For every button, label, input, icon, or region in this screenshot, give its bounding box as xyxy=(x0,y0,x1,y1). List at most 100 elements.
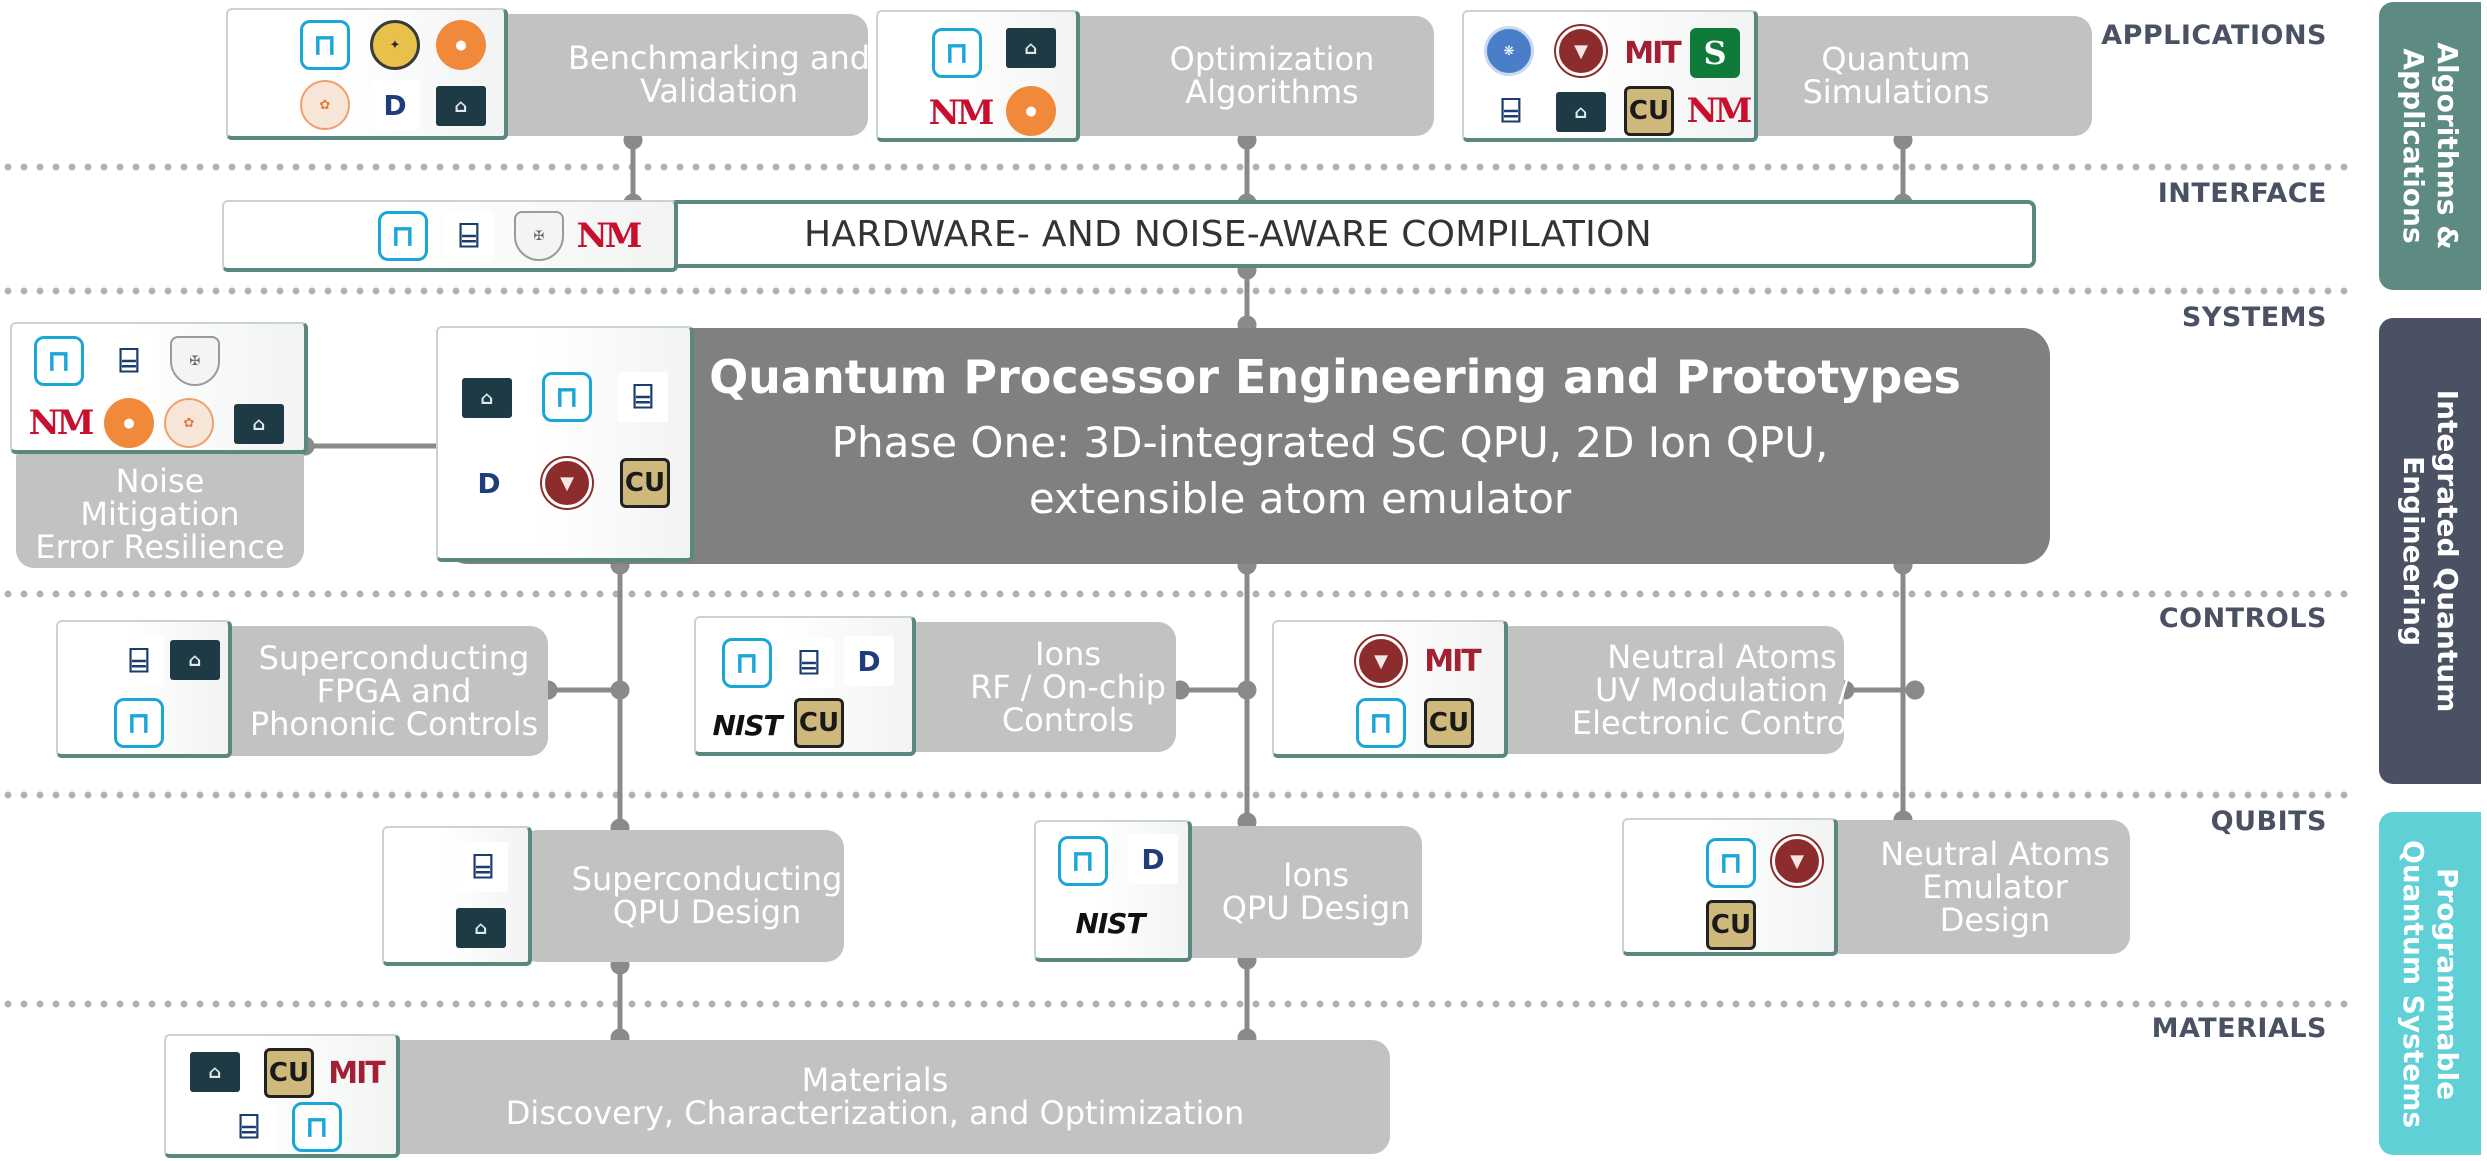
noise-mitigation-box: Noise Mitigation Error Resilience xyxy=(16,440,304,568)
sc-controls-line-1: Superconducting xyxy=(258,638,530,677)
side-tab-algorithms-label: Algorithms & Applications xyxy=(2397,42,2464,250)
cu-logo-icon: CU xyxy=(620,458,670,508)
ion-controls-box: Ions RF / On-chip Controls xyxy=(880,622,1176,752)
yale-logo-icon: ⌸ xyxy=(104,336,154,386)
ion-controls-line-2: RF / On-chip xyxy=(970,667,1166,706)
stanford-logo-icon: S xyxy=(1690,28,1740,78)
side-tab-integrated: Integrated Quantum Engineering xyxy=(2379,318,2481,784)
simulations-line-1: Quantum xyxy=(1821,40,1971,78)
building-logo-icon: ⌂ xyxy=(462,378,512,418)
nist-logo-icon: NIST xyxy=(712,708,782,742)
sandia-logo-icon: ⊓ xyxy=(300,20,350,70)
building-logo-icon: ⌂ xyxy=(234,404,284,444)
compilation-label: HARDWARE- AND NOISE-AWARE COMPILATION xyxy=(804,213,1652,255)
compilation-logos: ⊓ ⌸ ✠ NM xyxy=(222,200,678,272)
side-tab-integrated-label: Integrated Quantum Engineering xyxy=(2397,389,2464,713)
mit-logo-icon: MIT xyxy=(1624,35,1681,71)
crest-logo-icon: ✠ xyxy=(514,211,564,261)
side-tab-algorithms: Algorithms & Applications xyxy=(2379,2,2481,290)
cu-logo-icon: CU xyxy=(1706,900,1756,950)
neutral-qpu-line-2: Emulator xyxy=(1922,867,2068,906)
noise-line-3: Error Resilience xyxy=(35,527,285,566)
unm-logo-icon: NM xyxy=(576,216,643,256)
sandia-logo-icon: ⊓ xyxy=(1356,698,1406,748)
duke-logo-icon: D xyxy=(370,80,420,130)
unm-logo-icon: NM xyxy=(28,403,95,443)
materials-line-2: Discovery, Characterization, and Optimiz… xyxy=(505,1094,1245,1132)
sc-controls-box: Superconducting FPGA and Phononic Contro… xyxy=(210,626,548,756)
mit-logo-icon: MIT xyxy=(1424,643,1481,679)
cu-logo-icon: CU xyxy=(794,698,844,748)
processor-subtitle-2: extensible atom emulator xyxy=(1028,474,1572,523)
yale-logo-icon: ⌸ xyxy=(1486,86,1536,136)
seal-logo-icon: ✦ xyxy=(370,20,420,70)
sc-qpu-box: Superconducting QPU Design xyxy=(520,830,844,962)
yale-logo-icon: ⌸ xyxy=(224,1102,274,1152)
cu-logo-icon: CU xyxy=(1624,86,1674,136)
separator-systems-controls xyxy=(0,590,2350,598)
compilation-box: HARDWARE- AND NOISE-AWARE COMPILATION xyxy=(600,200,2036,268)
duke-logo-icon: D xyxy=(464,458,514,508)
ion-qpu-line-1: Ions xyxy=(1283,856,1349,894)
sc-controls-line-2: FPGA and xyxy=(316,671,472,710)
harvard-logo-icon: ▼ xyxy=(1556,26,1606,76)
neutral-controls-logos: ▼ MIT ⊓ CU xyxy=(1272,620,1508,758)
orange-seal-logo-icon: ✿ xyxy=(300,80,350,130)
neutral-controls-line-3: Electronic Controls xyxy=(1571,703,1873,742)
orange-logo-icon: ● xyxy=(436,20,486,70)
sandia-logo-icon: ⊓ xyxy=(1058,836,1108,886)
simulations-logos: ❋ ▼ MIT S ⌸ ⌂ CU NM xyxy=(1462,10,1758,142)
harvard-logo-icon: ▼ xyxy=(542,458,592,508)
yale-logo-icon: ⌸ xyxy=(444,211,494,261)
simulations-line-2: Simulations xyxy=(1802,73,1990,111)
orange-logo-icon: ● xyxy=(104,398,154,448)
benchmarking-box: Benchmarking and Validation xyxy=(450,14,871,136)
duke-logo-icon: D xyxy=(1128,834,1178,884)
unm-logo-icon: NM xyxy=(1686,91,1753,131)
ion-controls-line-1: Ions xyxy=(1035,634,1101,673)
nist-logo-icon: NIST xyxy=(1075,906,1145,940)
optimization-line-2: Algorithms xyxy=(1185,73,1359,111)
materials-line-1: Materials xyxy=(801,1061,949,1099)
separator-qubits-materials xyxy=(0,1000,2350,1008)
cu-logo-icon: CU xyxy=(1424,698,1474,748)
neutral-qpu-line-3: Design xyxy=(1939,900,2051,939)
neutral-qpu-logos: ⊓ ▼ CU xyxy=(1622,818,1838,956)
ion-qpu-box: Ions QPU Design xyxy=(1150,826,1422,958)
noise-logos: ⊓ ⌸ ✠ NM ● ✿ ⌂ xyxy=(10,322,308,454)
sc-qpu-line-2: QPU Design xyxy=(612,893,802,931)
sc-qpu-logos: ⌸ ⌂ xyxy=(382,826,532,966)
layer-label-systems: SYSTEMS xyxy=(2181,302,2327,333)
side-tab-programmable: Programmable Quantum Systems xyxy=(2379,812,2481,1155)
layer-label-applications: APPLICATIONS xyxy=(2101,20,2327,51)
sandia-logo-icon: ⊓ xyxy=(292,1102,342,1152)
benchmarking-line-1: Benchmarking and xyxy=(567,39,871,77)
building-logo-icon: ⌂ xyxy=(1006,28,1056,68)
processor-subtitle-1: Phase One: 3D-integrated SC QPU, 2D Ion … xyxy=(831,418,1829,467)
sandia-logo-icon: ⊓ xyxy=(1706,838,1756,888)
sc-controls-line-3: Phononic Controls xyxy=(249,704,539,743)
optimization-logos: ⊓ ⌂ NM ● xyxy=(876,10,1080,142)
sandia-logo-icon: ⊓ xyxy=(114,698,164,748)
separator-applications-interface xyxy=(0,163,2350,171)
sandia-logo-icon: ⊓ xyxy=(722,638,772,688)
materials-logos: ⌂ CU MIT ⌸ ⊓ xyxy=(164,1034,400,1158)
noise-line-1: Noise xyxy=(115,461,205,500)
building-logo-icon: ⌂ xyxy=(170,640,220,680)
processor-logos: ⌂ ⊓ ⌸ D ▼ CU xyxy=(436,326,694,562)
yale-logo-icon: ⌸ xyxy=(114,636,164,686)
mit-logo-icon: MIT xyxy=(328,1055,385,1091)
side-tab-programmable-label: Programmable Quantum Systems xyxy=(2397,839,2464,1128)
layer-label-materials: MATERIALS xyxy=(2151,1013,2327,1044)
layer-label-interface: INTERFACE xyxy=(2157,178,2327,209)
cu-logo-icon: CU xyxy=(264,1048,314,1098)
sandia-logo-icon: ⊓ xyxy=(378,211,428,261)
benchmarking-line-2: Validation xyxy=(639,72,798,110)
separator-controls-qubits xyxy=(0,791,2350,799)
neutral-qpu-box: Neutral Atoms Emulator Design xyxy=(1780,820,2130,954)
unm-logo-icon: NM xyxy=(928,93,995,133)
layer-label-controls: CONTROLS xyxy=(2158,603,2327,634)
sc-controls-logos: ⌸ ⌂ ⊓ xyxy=(56,620,232,758)
benchmarking-logos: ⊓ ✦ ● ✿ D ⌂ xyxy=(226,8,508,140)
building-logo-icon: ⌂ xyxy=(1556,92,1606,132)
